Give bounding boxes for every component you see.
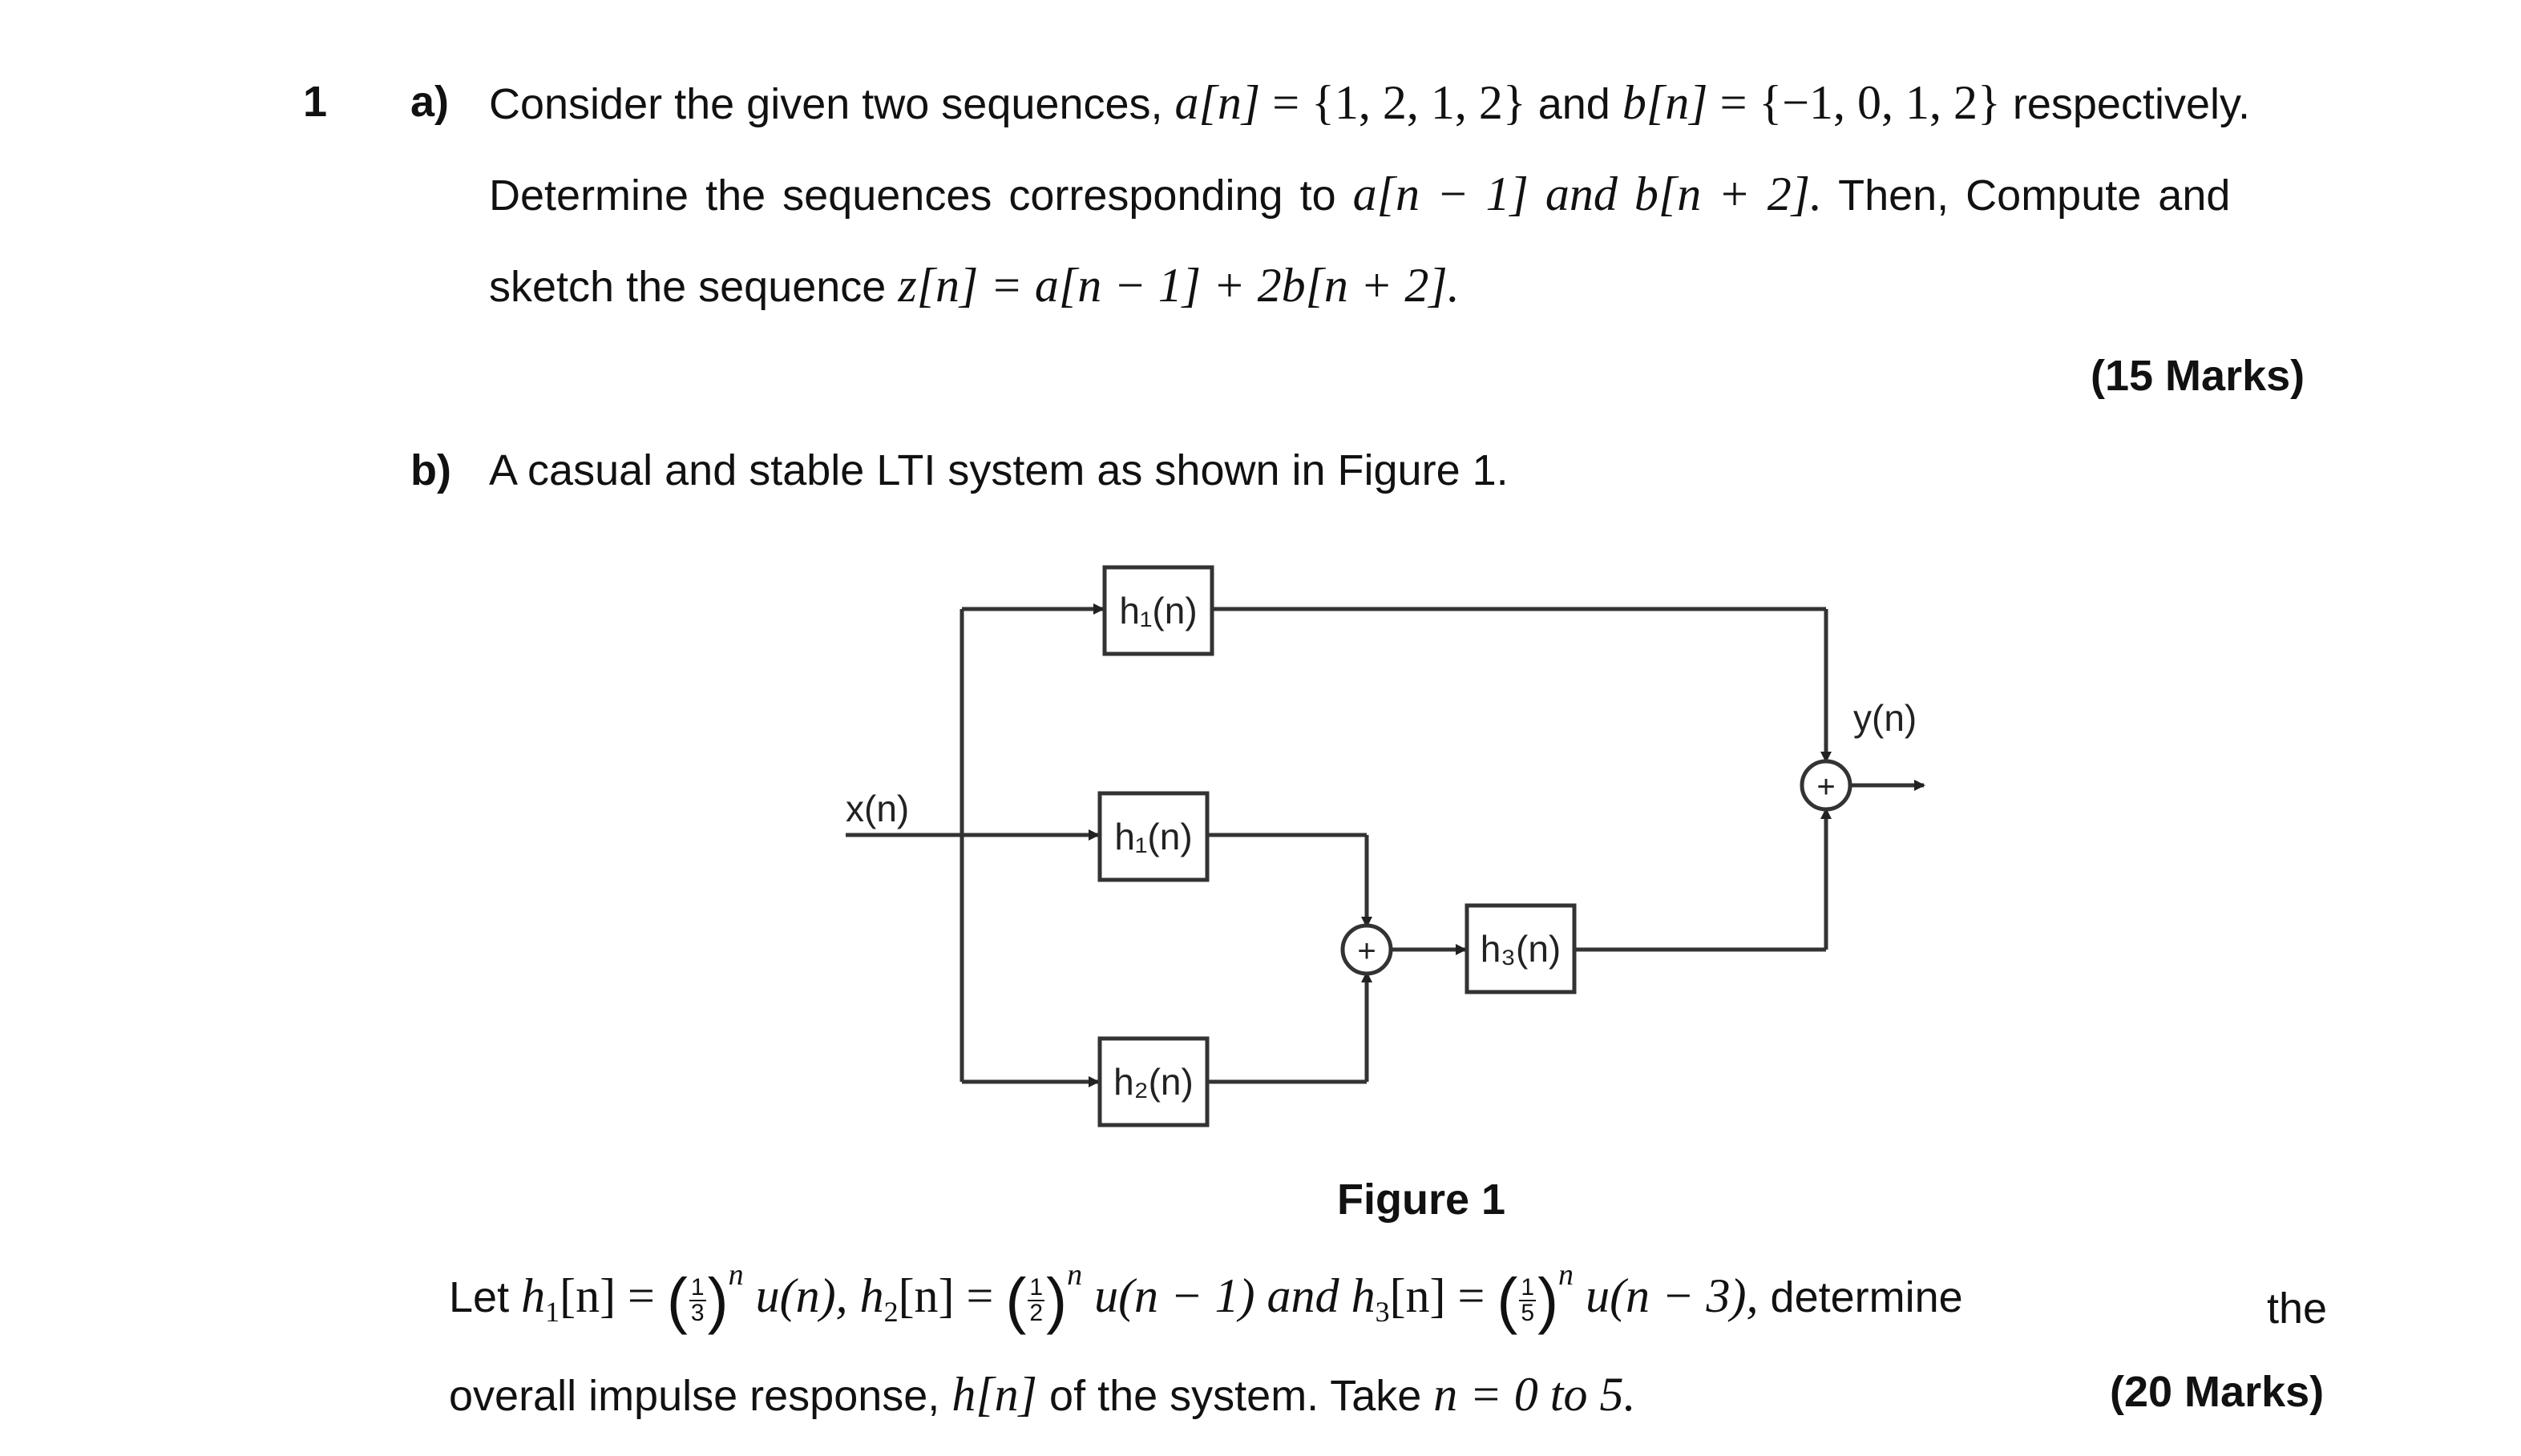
- shifted-b: b[n + 2].: [1634, 167, 1823, 220]
- h3-exponent: n: [1558, 1258, 1574, 1292]
- part-a-respectively: respectively.: [2012, 80, 2250, 128]
- adder-left: [1340, 923, 1393, 976]
- part-b-intro: A casual and stable LTI system as shown …: [489, 446, 1509, 494]
- adder-left-plus: +: [1357, 934, 1376, 969]
- block-mid: [1097, 791, 1210, 882]
- determine-word: determine: [1770, 1273, 1963, 1321]
- part-a-line3-text: sketch the sequence: [489, 263, 887, 311]
- block-top-label: h₁(n): [1119, 590, 1197, 631]
- block-bottom: [1097, 1036, 1210, 1127]
- adder-right: [1800, 759, 1852, 812]
- h1-step: u(n),: [755, 1269, 848, 1322]
- part-b-marks: (20 Marks): [2110, 1368, 2325, 1416]
- seq-a-name: a[n]: [1174, 76, 1261, 129]
- block-top: [1102, 565, 1214, 656]
- part-a-line-2: Determine the sequences corresponding to…: [489, 170, 2230, 218]
- block-diagram: h₁(n) h₁(n) h₂(n) h₃(n) + + x(n) y(n): [846, 565, 1925, 1127]
- part-a-line2-end: Then, Compute and: [1838, 171, 2231, 220]
- h3-rest: [n] =: [1389, 1269, 1485, 1322]
- part-a-marks: (15 Marks): [2091, 352, 2305, 400]
- h1-sub: 1: [545, 1296, 560, 1328]
- the-word: the: [2267, 1285, 2328, 1333]
- block-bottom-label: h₂(n): [1113, 1061, 1194, 1103]
- output-label: y(n): [1853, 697, 1917, 739]
- h1-exponent: n: [728, 1258, 744, 1292]
- adder-right-plus: +: [1816, 769, 1835, 805]
- figure-caption: Figure 1: [1337, 1176, 1506, 1224]
- h2-rest: [n] =: [898, 1269, 994, 1322]
- part-b-line-2: overall impulse response, h[n] of the sy…: [449, 1370, 1635, 1418]
- part-a-and: and: [1537, 80, 1610, 128]
- shifted-a: a[n − 1]: [1352, 167, 1529, 220]
- block-right-label: h₃(n): [1481, 928, 1561, 970]
- h1-rest: [n] =: [560, 1269, 655, 1322]
- seq-a-values: {1, 2, 1, 2}: [1311, 76, 1526, 129]
- part-a-line2-text: Determine the sequences corresponding to: [489, 171, 1336, 220]
- h3-step: u(n − 3),: [1586, 1269, 1759, 1322]
- part-a-intro: Consider the given two sequences,: [489, 80, 1163, 128]
- h2-exponent: n: [1067, 1258, 1083, 1292]
- h3-lhs: h: [1351, 1269, 1376, 1322]
- part-b-and: and: [1267, 1269, 1339, 1322]
- let-word: Let: [449, 1273, 510, 1321]
- part-a-line-3: sketch the sequence z[n] = a[n − 1] + 2b…: [489, 261, 1460, 309]
- n-range: n = 0 to 5.: [1433, 1368, 1636, 1421]
- seq-b-name: b[n]: [1622, 76, 1708, 129]
- seq-b-values: {−1, 0, 1, 2}: [1759, 76, 2001, 129]
- h2-sub: 2: [883, 1296, 899, 1328]
- part-b-line2-text: overall impulse response,: [449, 1372, 940, 1420]
- part-a-label: a): [410, 78, 450, 126]
- h3-sub: 3: [1375, 1296, 1390, 1328]
- input-label: x(n): [846, 788, 909, 829]
- of-system: of the system. Take: [1049, 1372, 1422, 1420]
- block-mid-label: h₁(n): [1114, 816, 1192, 857]
- h-expression: h[n]: [951, 1368, 1038, 1421]
- h1-lhs: h: [521, 1269, 546, 1322]
- h2-step: u(n − 1): [1094, 1269, 1255, 1322]
- z-expression: z[n] = a[n − 1] + 2b[n + 2].: [898, 259, 1460, 312]
- block-right: [1465, 903, 1577, 994]
- part-a-line-1: Consider the given two sequences, a[n] =…: [489, 76, 2250, 129]
- question-number: 1: [303, 78, 328, 126]
- part-b-label: b): [410, 446, 451, 494]
- h2-lhs: h: [859, 1269, 884, 1322]
- part-a-and-italic: and: [1545, 167, 1618, 220]
